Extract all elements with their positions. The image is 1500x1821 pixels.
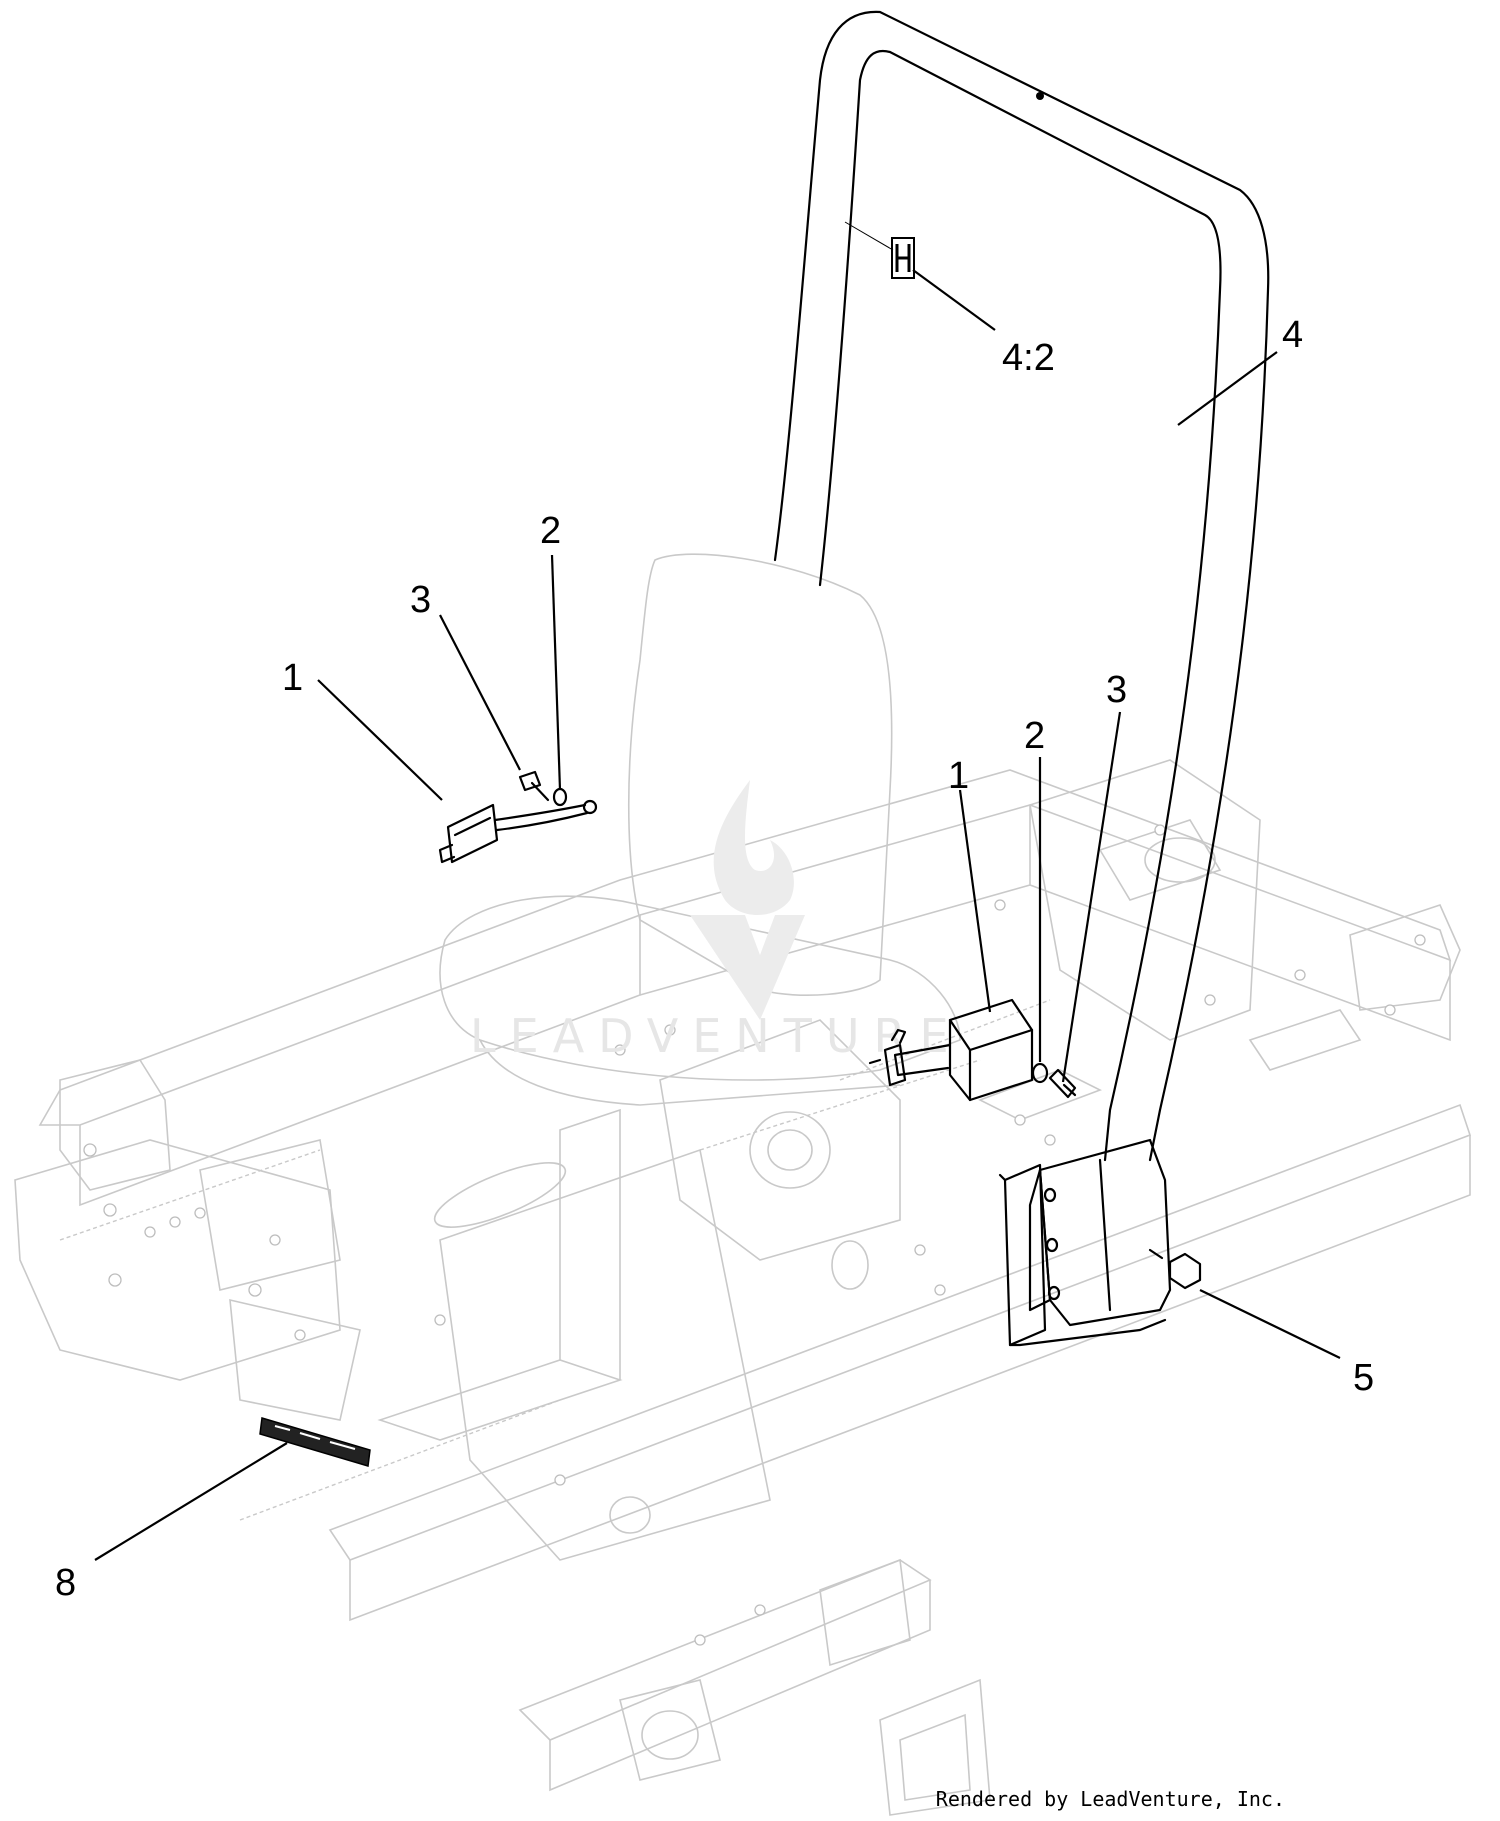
callout-3-right: 3	[1106, 669, 1127, 711]
render-credit: Rendered by LeadVenture, Inc.	[936, 1787, 1285, 1811]
callout-5: 5	[1353, 1357, 1374, 1399]
roll-bar-decal	[891, 237, 915, 279]
frame-bolt-holes	[83, 824, 1426, 1646]
leader-lines	[94, 221, 1341, 1561]
callout-1-left: 1	[282, 657, 303, 699]
bolt-right	[1048, 1068, 1077, 1099]
mower-frame-ghost	[14, 759, 1472, 1816]
watermark-text: LEADVENTURE	[470, 1009, 963, 1063]
callout-3-left: 3	[410, 579, 431, 621]
seat-belt-buckle-right	[868, 998, 1034, 1102]
washer-left	[552, 787, 568, 807]
callout-2-left: 2	[540, 510, 561, 552]
frame-decal	[259, 1417, 371, 1467]
seat-belt-left	[438, 799, 598, 864]
watermark-logo: LEADVENTURE	[470, 780, 963, 1063]
callout-1-right: 1	[948, 755, 969, 797]
bolt-left	[518, 770, 550, 802]
washer-right	[1031, 1062, 1049, 1084]
seat-ghost	[439, 553, 961, 1106]
callout-4: 4	[1282, 314, 1303, 356]
flange-bolt	[1148, 1248, 1202, 1290]
roll-bar	[773, 10, 1270, 1347]
callout-4-2: 4:2	[1002, 337, 1055, 379]
callouts: 4:2 4 2 3 1 1 2 3 5 8	[55, 314, 1374, 1604]
callout-8: 8	[55, 1562, 76, 1604]
callout-2-right: 2	[1024, 715, 1045, 757]
